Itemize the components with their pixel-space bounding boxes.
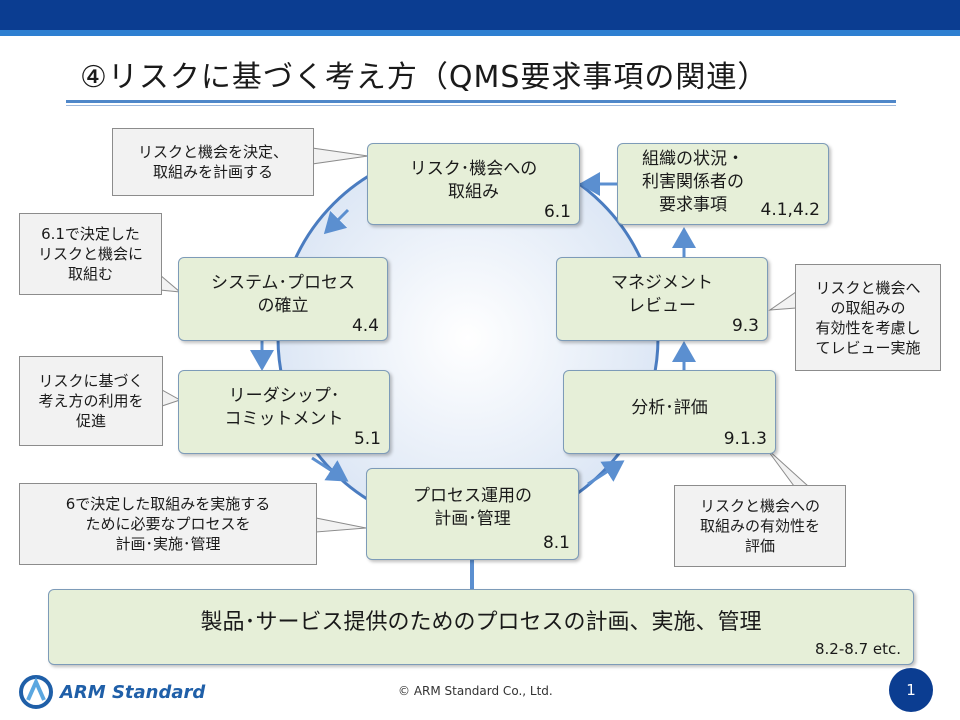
callout-plan-processes: 6で決定した取組みを実施するために必要なプロセスを計画･実施･管理 [19,483,317,565]
callout-tail-c1 [311,147,369,165]
box-context-line2: 利害関係者の [642,172,744,192]
arrow-operation-to-analysis [587,460,625,486]
callout-tail-c4 [315,517,367,533]
callout-c5-line1: リスクと機会へ [815,278,921,297]
box-context: 組織の状況・利害関係者の要求事項 4.1,4.2 [617,143,829,225]
box-system-line2: の確立 [257,296,309,316]
callout-c2-line3: 取組む [67,265,113,283]
box-leadership-line2: コミットメント [224,409,344,429]
callout-evaluate-effectiveness: リスクと機会への取組みの有効性を評価 [674,485,846,567]
callout-tail-c2 [159,273,182,293]
company-logo: ARM Standard [18,674,205,710]
page-number: 1 [889,668,933,712]
box-leadership: リーダシップ･ コミットメント 5.1 [178,370,390,454]
box-system-process: システム･プロセスの確立 4.4 [178,257,388,341]
box-review-line2: レビュー [628,296,696,316]
slide-title: ④リスクに基づく考え方（QMS要求事項の関連） [80,60,769,95]
callout-c4-line1: 6で決定した取組みを実施する [65,495,271,513]
box-operation-clause: 8.1 [542,533,570,553]
box-system-clause: 4.4 [351,316,379,336]
logo-text: ARM Standard [60,681,206,703]
callout-review-effectiveness: リスクと機会への取組みの有効性を考慮してレビュー実施 [795,264,941,371]
bottom-box-clause: 8.2-8.7 etc. [814,640,901,658]
arrow-risk-to-system [323,208,350,235]
box-risk-clause: 6.1 [543,202,571,222]
title-underline-thin [66,105,896,106]
box-management-review: マネジメントレビュー 9.3 [556,257,768,341]
box-context-line3: 要求事項 [659,195,727,215]
callout-determine-risks: リスクと機会を決定、取組みを計画する [112,128,314,196]
callout-c4-line2: ために必要なプロセスを [85,515,251,533]
box-risk-line1: リスク･機会への [409,159,538,179]
callout-c3-line3: 促進 [75,412,106,430]
copyright: © ARM Standard Co., Ltd. [398,684,553,698]
box-analysis: 分析･評価 9.1.3 [563,370,776,454]
box-system-line1: システム･プロセス [211,273,355,293]
bottom-box-label: 製品･サービス提供のためのプロセスの計画、実施、管理 [200,610,762,635]
box-context-clause: 4.1,4.2 [760,200,820,220]
box-risk-opportunity: リスク･機会への取組み 6.1 [367,143,580,225]
box-product-service-provision: 製品･サービス提供のためのプロセスの計画、実施、管理 8.2-8.7 etc. [48,589,914,665]
callout-c2-line1: 6.1で決定した [41,225,140,243]
callout-tail-c5 [768,291,797,311]
callout-c6-line2: 取組みの有効性を [699,517,820,535]
box-analysis-line1: 分析･評価 [631,398,708,418]
box-leadership-line1: リーダシップ･ [228,386,340,406]
callout-c5-line2: の取組みの [830,298,906,317]
box-review-clause: 9.3 [731,316,759,336]
box-risk-line2: 取組み [448,182,499,202]
callout-c3-line2: 考え方の利用を [38,392,144,410]
callout-tail-c6 [765,447,810,487]
callout-address-risks: 6.1で決定したリスクと機会に取組む [19,213,162,295]
callout-c1-line1: リスクと機会を決定、 [137,143,288,161]
callout-c4-line3: 計画･実施･管理 [115,535,221,553]
header-stripe [0,30,960,36]
callout-c1-line2: 取組みを計画する [152,163,273,181]
callout-c3-line1: リスクに基づく [38,372,144,390]
callout-c6-line3: 評価 [744,537,775,555]
callout-c2-line2: リスクと機会に [37,245,143,263]
box-operation-line1: プロセス運用の [413,486,532,506]
callout-c6-line1: リスクと機会への [699,497,820,515]
box-operation-planning: プロセス運用の計画･管理 8.1 [366,468,579,560]
callout-promote-risk-thinking: リスクに基づく考え方の利用を促進 [19,356,163,446]
header-bar [0,0,960,30]
callout-c5-line3: 有効性を考慮し [815,318,921,337]
arrow-leadership-to-operation [311,456,349,482]
box-context-line1: 組織の状況・ [642,149,744,169]
box-analysis-clause: 9.1.3 [723,429,767,449]
box-review-line1: マネジメント [611,273,713,293]
box-operation-line2: 計画･管理 [434,509,511,529]
callout-c5-line4: てレビュー実施 [815,338,921,357]
title-underline [66,100,896,103]
logo-mark-icon [19,675,53,709]
box-leadership-clause: 5.1 [353,429,381,449]
